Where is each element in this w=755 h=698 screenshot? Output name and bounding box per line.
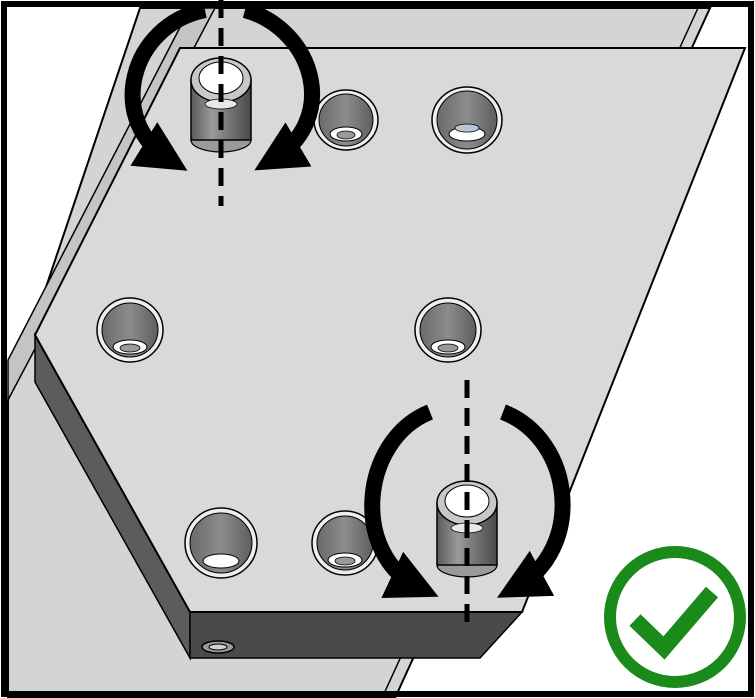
- rotation-arrows-top: [124, 2, 320, 171]
- counterbore-hole: [96, 297, 164, 363]
- counterbore-hole: [414, 297, 482, 363]
- locating-pin-bottom: [436, 480, 498, 578]
- counterbore-holes: [96, 86, 503, 579]
- rotation-arrows-bottom: [364, 404, 571, 599]
- counterbore-hole: [313, 89, 379, 151]
- counterbore-hole: [431, 86, 503, 154]
- counterbore-hole: [184, 507, 258, 579]
- base-plate: [33, 47, 747, 661]
- rotation-arrow-right: [242, 2, 320, 171]
- rotation-arrow-right: [497, 404, 571, 598]
- check-circle-icon: [604, 546, 746, 688]
- rotation-arrow-left: [124, 2, 207, 171]
- rotation-arrow-left: [364, 404, 439, 599]
